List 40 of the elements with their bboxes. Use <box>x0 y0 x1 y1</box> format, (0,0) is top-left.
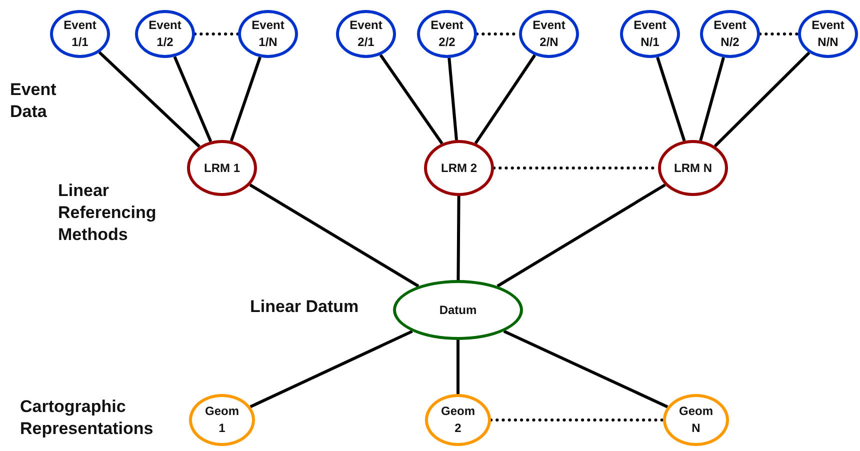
node-label: Geom 2 <box>440 403 476 437</box>
node-label: Event 1/1 <box>62 17 98 51</box>
dotted-connector <box>194 32 240 36</box>
node-label: Datum <box>439 302 477 318</box>
node-label: Event N/1 <box>632 17 668 51</box>
connector-line <box>714 52 810 148</box>
node-label: Event 1/N <box>250 17 286 51</box>
connector-line <box>448 58 458 140</box>
connector-line <box>456 196 460 280</box>
geom-ellipse <box>189 394 255 446</box>
tier-label: Event Data <box>10 79 58 123</box>
connector-line <box>699 57 725 142</box>
node-label: Event 2/2 <box>430 17 464 51</box>
tier-label: Cartographic Representations <box>20 396 154 440</box>
node-label: Event N/N <box>810 17 846 51</box>
dotted-connector <box>490 418 664 422</box>
connector-line <box>379 54 444 144</box>
connector-line <box>249 184 420 288</box>
node-label: Geom 1 <box>204 403 240 437</box>
node-label: Event N/2 <box>712 17 748 51</box>
node-label: Event 2/1 <box>348 17 384 51</box>
node-label: Event 2/N <box>532 17 566 51</box>
node-label: Event 1/2 <box>148 17 182 51</box>
connector-line <box>503 330 668 408</box>
connector-line <box>456 340 460 394</box>
node-label: LRM 1 <box>204 160 240 176</box>
connector-line <box>656 56 686 142</box>
connector-line <box>250 330 413 408</box>
connector-line <box>173 56 212 142</box>
event-ellipse <box>50 10 110 58</box>
dotted-connector <box>758 32 800 36</box>
connector-line <box>98 51 200 148</box>
connector-line <box>496 184 666 288</box>
connector-line <box>474 54 536 144</box>
node-label: Geom N <box>678 403 714 437</box>
node-label: LRM 2 <box>441 160 477 176</box>
connector-line <box>230 56 262 142</box>
node-label: LRM N <box>674 160 712 176</box>
geom-ellipse <box>663 394 729 446</box>
tier-label: Linear Referencing Methods <box>58 180 158 246</box>
